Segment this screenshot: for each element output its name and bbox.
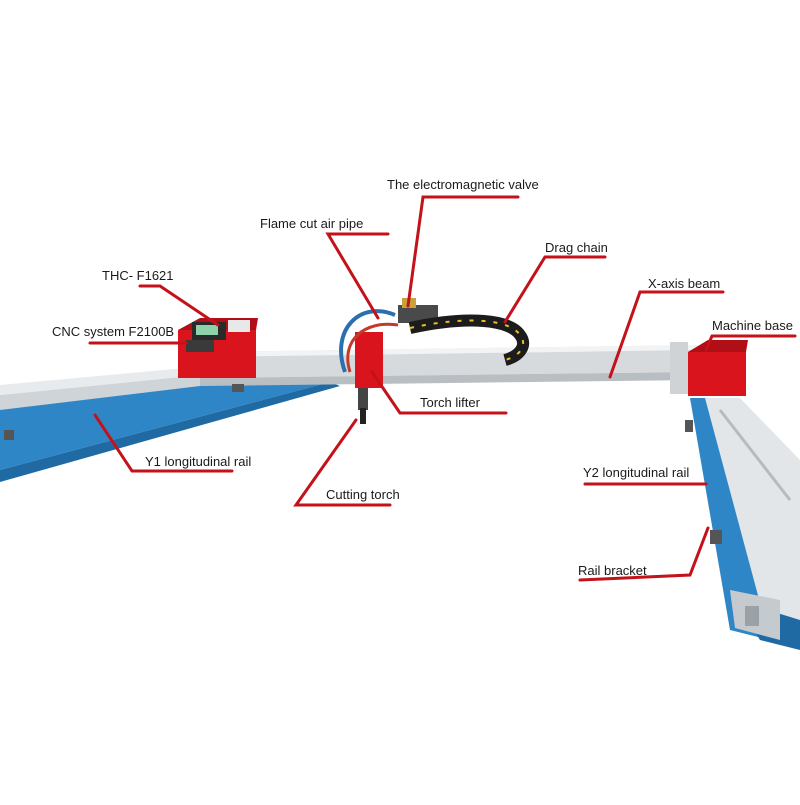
label-y2-longitudinal-rail: Y2 longitudinal rail — [583, 465, 690, 480]
y1-longitudinal-rail — [0, 362, 340, 482]
label-cnc-system: CNC system F2100B — [52, 324, 175, 339]
machine-base-unit — [670, 340, 748, 396]
label-torch-lifter: Torch lifter — [420, 395, 480, 410]
label-flame-cut-air-pipe: Flame cut air pipe — [260, 216, 364, 231]
label-cutting-torch: Cutting torch — [326, 487, 400, 502]
label-electromagnetic-valve: The electromagnetic valve — [387, 177, 539, 192]
x-axis-beam — [200, 345, 700, 386]
label-y1-longitudinal-rail: Y1 longitudinal rail — [145, 454, 252, 469]
drag-chain — [408, 314, 530, 366]
label-drag-chain: Drag chain — [545, 240, 608, 255]
label-machine-base: Machine base — [712, 318, 793, 333]
leader-lines — [88, 195, 797, 582]
cnc-system-box — [178, 318, 258, 378]
label-thc: THC- F1621 — [102, 268, 174, 283]
torch-lifter-unit — [355, 332, 383, 424]
label-x-axis-beam: X-axis beam — [648, 276, 721, 291]
y2-longitudinal-rail — [690, 398, 800, 650]
label-rail-bracket: Rail bracket — [578, 563, 647, 578]
